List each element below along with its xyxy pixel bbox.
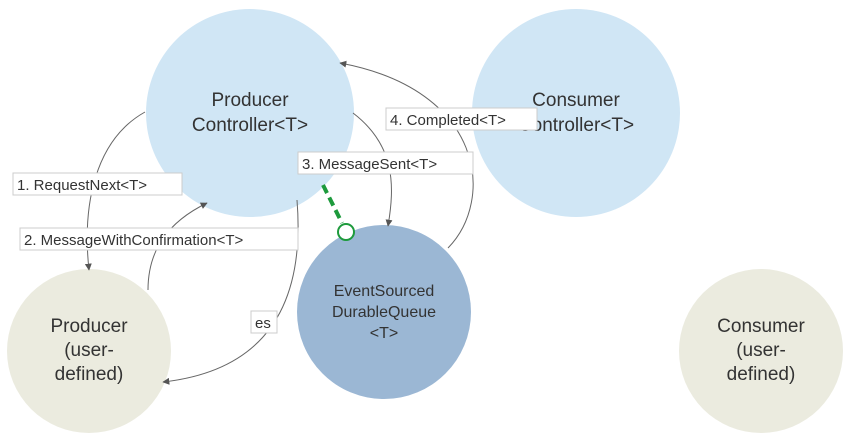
node-label-line: EventSourced	[334, 283, 435, 300]
node-label-line: Producer	[50, 316, 128, 337]
consumer-controller-node[interactable]	[472, 9, 680, 217]
edge-completed	[339, 60, 474, 249]
node-label-line: defined)	[727, 364, 796, 385]
producer-label: Producer (user-defined)	[50, 316, 128, 385]
edge-es	[162, 199, 299, 385]
highlight-dashed-connector	[321, 184, 344, 224]
node-label-line: Consumer	[532, 90, 620, 111]
svg-text:4. Completed<T>: 4. Completed<T>	[390, 112, 506, 129]
node-label-line: Consumer	[717, 316, 805, 337]
svg-text:2. MessageWithConfirmation<T>: 2. MessageWithConfirmation<T>	[24, 232, 243, 249]
svg-text:3. MessageSent<T>: 3. MessageSent<T>	[302, 156, 437, 173]
node-label-line: Controller<T>	[518, 115, 634, 136]
node-label-line: DurableQueue	[332, 304, 436, 321]
node-label-line: (user-	[64, 340, 114, 361]
edge-label-message-sent: 3. MessageSent<T>	[297, 151, 474, 175]
edge-label-es: es	[250, 310, 278, 334]
consumer-label: Consumer (user-defined)	[717, 316, 805, 385]
svg-text:es: es	[255, 315, 271, 332]
node-label-line: defined)	[55, 364, 124, 385]
edge-label-request-next: 1. RequestNext<T>	[12, 172, 183, 196]
edge-label-completed: 4. Completed<T>	[385, 107, 538, 131]
producer-node[interactable]	[7, 269, 171, 433]
svg-text:1. RequestNext<T>: 1. RequestNext<T>	[17, 177, 147, 194]
consumer-node[interactable]	[679, 269, 843, 433]
durable-queue-node[interactable]	[297, 225, 471, 399]
node-label-line: Producer	[211, 90, 289, 111]
edge-label-message-with-confirmation: 2. MessageWithConfirmation<T>	[19, 227, 299, 251]
connection-handle[interactable]	[337, 223, 355, 241]
node-label-line: <T>	[370, 325, 398, 342]
node-label-line: (user-	[736, 340, 786, 361]
node-label-line: Controller<T>	[192, 115, 308, 136]
